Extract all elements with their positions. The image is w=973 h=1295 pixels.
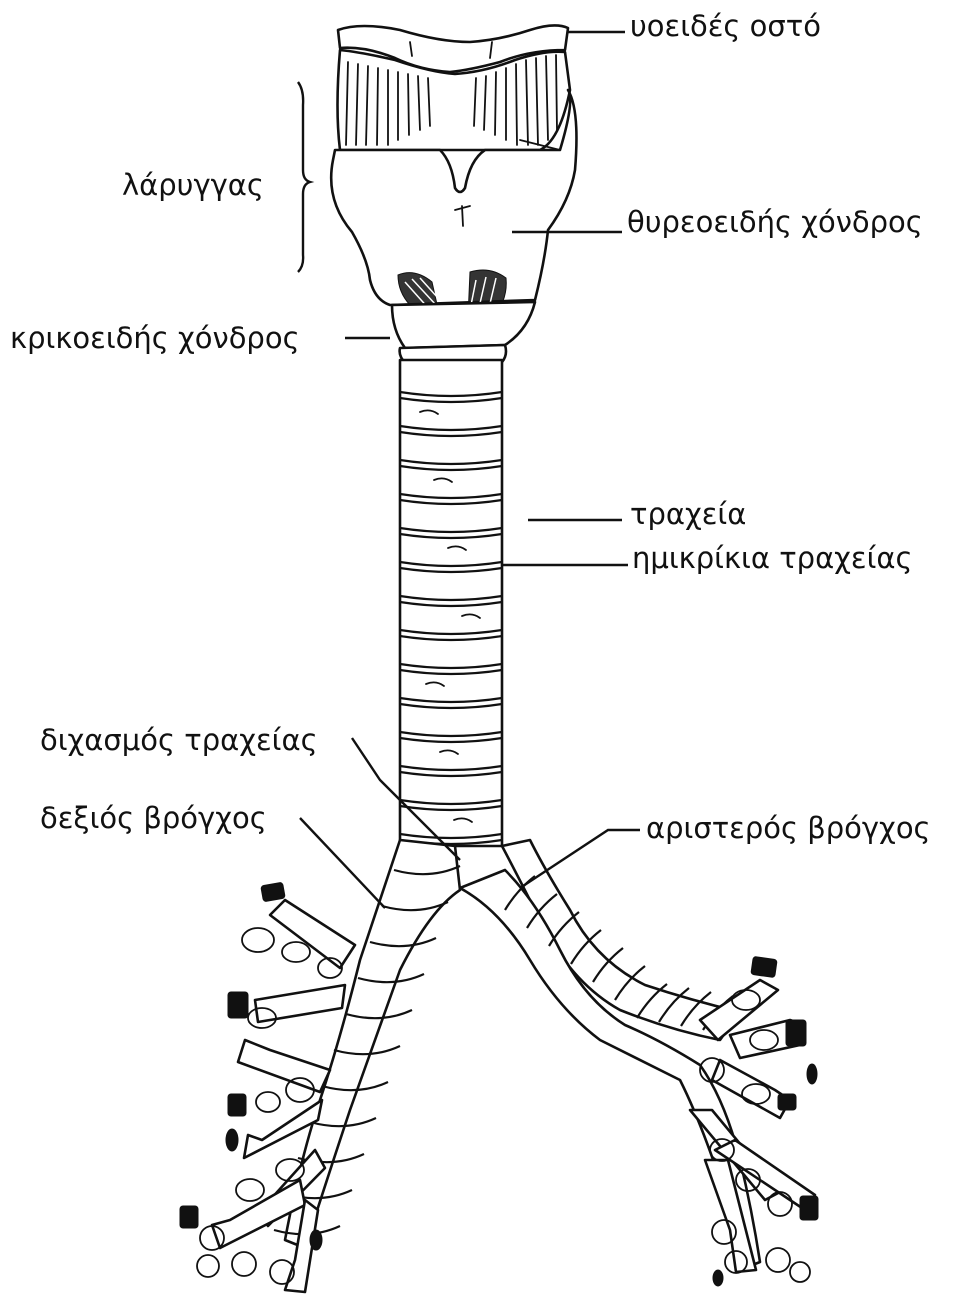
label-right-bronchus: δεξιός βρόγχος	[40, 801, 267, 835]
label-hyoid-bone: υοειδές οστό	[630, 9, 821, 43]
label-left-bronchus: αριστερός βρόγχος	[646, 811, 931, 845]
label-larynx: λάρυγγας	[122, 168, 264, 202]
larynx-bracket	[298, 82, 310, 272]
cricoid-cartilage	[392, 302, 535, 364]
left-bronchus	[460, 840, 760, 1270]
label-cricoid-cartilage: κρικοειδής χόνδρος	[10, 321, 300, 355]
label-tracheal-bifurcation: διχασμός τραχείας	[40, 723, 318, 757]
right-bronchus-leader	[300, 818, 385, 908]
label-tracheal-rings: ημικρίκια τραχείας	[632, 541, 913, 575]
label-trachea: τραχεία	[630, 497, 746, 531]
trachea	[400, 360, 502, 846]
label-thyroid-cartilage: θυρεοειδής χόνδρος	[627, 205, 923, 239]
